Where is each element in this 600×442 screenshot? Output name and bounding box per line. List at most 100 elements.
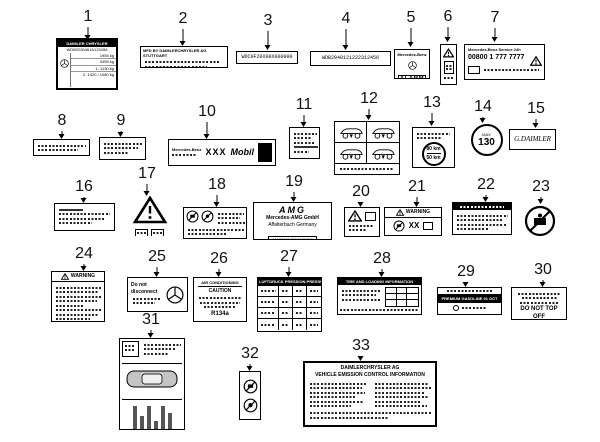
text-line	[417, 132, 450, 135]
warning-header: WARNING	[385, 208, 441, 218]
callout-arrow-26	[215, 269, 222, 277]
callout-number-27[interactable]: 27	[280, 248, 298, 265]
text-line	[375, 382, 430, 385]
callout-number-13[interactable]: 13	[423, 94, 441, 111]
table-cell	[307, 308, 321, 319]
amg-logo: AMG	[279, 205, 306, 215]
label-emission-control: DAIMLERCHRYSLER AG VEHICLE EMISSION CONT…	[303, 361, 437, 427]
table-cell	[307, 286, 321, 297]
pictogram-box	[365, 211, 376, 221]
prohibition-icon	[243, 379, 257, 393]
warning-triangle-icon	[443, 48, 454, 58]
callout-arrow-22	[482, 195, 489, 202]
callout-number-11[interactable]: 11	[295, 96, 313, 113]
text-line	[144, 343, 181, 346]
callout-arrow-29	[462, 282, 469, 287]
warning-word: WARNING	[70, 273, 96, 280]
callout-number-7[interactable]: 7	[490, 9, 500, 26]
callout-number-31[interactable]: 31	[142, 311, 160, 328]
header-line	[59, 208, 84, 211]
callout-arrow-23	[537, 197, 544, 204]
callout-number-6[interactable]: 6	[443, 8, 453, 25]
label-tire-loading: TIRE AND LOADING INFORMATION	[337, 277, 422, 315]
text-line	[104, 151, 129, 154]
callout-arrow-19	[290, 192, 297, 202]
text-line	[457, 223, 506, 226]
callout-number-32[interactable]: 32	[241, 345, 259, 362]
callout-number-3[interactable]: 3	[263, 12, 273, 29]
callout-number-21[interactable]: 21	[408, 178, 426, 195]
oil-logo-block	[258, 143, 272, 162]
fuel-dot-icon	[453, 305, 459, 311]
callout-number-20[interactable]: 20	[352, 183, 370, 200]
callout-number-25[interactable]: 25	[148, 248, 166, 265]
callout-number-29[interactable]: 29	[457, 263, 475, 280]
callout-number-12[interactable]: 12	[360, 90, 378, 107]
callout-number-23[interactable]: 23	[532, 178, 550, 195]
callout-number-15[interactable]: 15	[527, 100, 545, 117]
text-line	[375, 400, 420, 403]
text-line	[200, 301, 240, 304]
callout-arrow-32	[246, 364, 253, 371]
warning-header: WARNING	[52, 272, 104, 282]
text-line	[342, 289, 382, 292]
label-caution-strip	[440, 44, 457, 85]
label-vin-weight-plate: DAIMLER CHRYSLER WDB2030461A123456 1955 …	[56, 38, 118, 90]
text-line	[218, 221, 245, 224]
label-service-phone: Mercedes-Benz Service 24h 00800 1 777 77…	[464, 44, 545, 80]
label-info-a	[33, 139, 90, 156]
text-line	[56, 309, 101, 311]
text-line	[375, 405, 427, 407]
label-vin-sticker-a: WDC0F20X00X000000	[236, 51, 298, 64]
text-line	[340, 309, 419, 311]
text-line	[144, 352, 168, 355]
callout-arrow-15	[532, 119, 539, 128]
text-line	[38, 144, 86, 147]
label-alarm: Mercedes-Benz ALARM	[394, 49, 430, 79]
warning-triangle-icon	[132, 196, 167, 224]
callout-number-10[interactable]: 10	[198, 103, 216, 120]
callout-number-30[interactable]: 30	[534, 261, 552, 278]
weight-row: 2- 1420 / 1080 kg	[82, 71, 114, 77]
bar-pattern	[122, 402, 182, 429]
label-max-speed: MAX 130	[467, 124, 506, 158]
callout-number-24[interactable]: 24	[75, 245, 93, 262]
table-cell	[293, 297, 307, 308]
callout-number-26[interactable]: 26	[210, 250, 228, 267]
callout-number-9[interactable]: 9	[116, 112, 126, 129]
callout-number-8[interactable]: 8	[57, 112, 67, 129]
callout-number-14[interactable]: 14	[474, 98, 492, 115]
callout-arrow-18	[213, 195, 220, 207]
callout-number-19[interactable]: 19	[285, 173, 303, 190]
callout-number-18[interactable]: 18	[208, 176, 226, 193]
label-jack-points	[334, 121, 400, 175]
ac-caution: CAUTION	[208, 288, 232, 295]
callout-number-2[interactable]: 2	[178, 10, 188, 27]
text-line	[294, 137, 312, 139]
prohibition-icon	[393, 220, 405, 232]
callout-number-4[interactable]: 4	[341, 10, 351, 27]
text-line	[339, 168, 395, 170]
text-line	[59, 222, 92, 224]
car-jack-icon	[371, 127, 395, 139]
callout-arrow-2	[179, 29, 186, 46]
callout-number-17[interactable]: 17	[138, 165, 156, 182]
x-marks: XX	[408, 221, 420, 231]
text-line	[188, 228, 244, 231]
callout-number-5[interactable]: 5	[406, 9, 416, 26]
callout-number-28[interactable]: 28	[373, 250, 391, 267]
text-line	[375, 391, 425, 394]
text-line	[310, 387, 362, 389]
text-line	[310, 391, 366, 394]
callout-number-1[interactable]: 1	[83, 8, 93, 25]
amg-serial: AMG0511471C123456	[268, 236, 317, 239]
label-info-d	[54, 203, 115, 231]
mini-table	[385, 287, 419, 307]
pictogram-box	[423, 222, 434, 230]
callout-number-16[interactable]: 16	[75, 178, 93, 195]
jack-cell	[335, 122, 367, 143]
callout-number-33[interactable]: 33	[352, 337, 370, 354]
text-line	[342, 294, 377, 296]
callout-arrow-33	[357, 356, 364, 361]
callout-number-22[interactable]: 22	[477, 176, 495, 193]
